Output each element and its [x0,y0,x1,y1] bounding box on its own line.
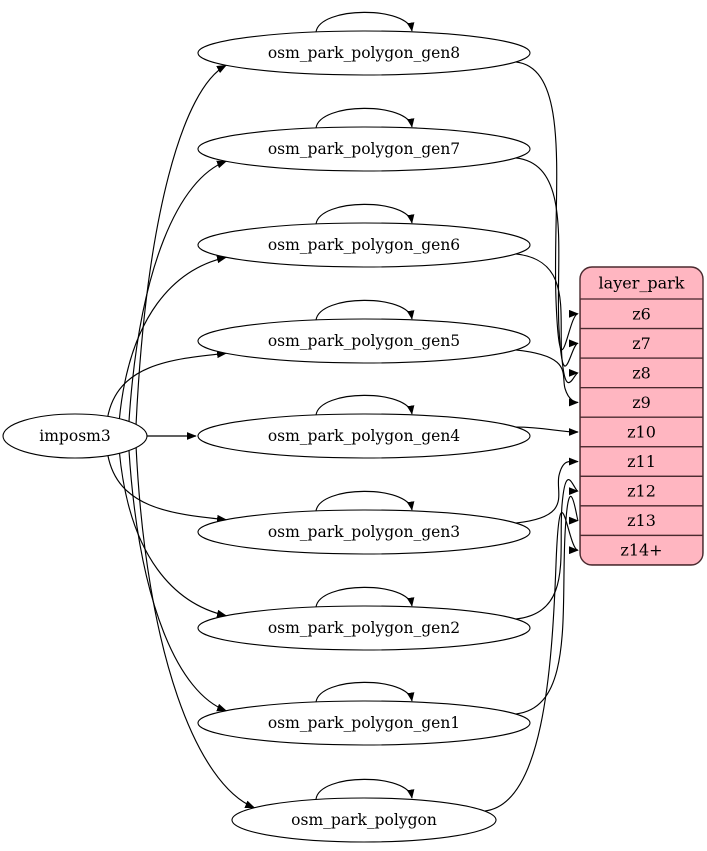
table-outline [579,266,704,566]
node-label-gen3: osm_park_polygon_gen3 [268,523,460,541]
edge-gen4-to-z10 [515,426,579,436]
table-header-cell [580,267,703,299]
table-row-z12[interactable] [580,475,703,507]
self-loop-edge-gen7 [315,107,415,129]
table-row-label: z8 [632,363,651,382]
edge-imposm3-to-gen7 [128,160,227,424]
node-label-gen4: osm_park_polygon_gen4 [268,427,460,445]
edge-group-table [484,61,579,812]
edge-gen6-to-z8 [515,253,579,384]
node-gen5[interactable] [197,318,531,364]
node-gen2[interactable] [197,605,531,651]
node-gen8[interactable] [197,30,531,76]
edge-imposm3-to-gen5 [107,350,228,418]
edge-imposm3-to-gen2 [118,451,227,618]
table-row-label: z6 [632,304,651,323]
node-gen1[interactable] [197,700,531,746]
table-row-label: z10 [627,423,656,442]
node-gen7[interactable] [197,126,531,172]
edge-base-to-z14plus [484,512,579,812]
self-loop-edge-gen2 [315,586,415,608]
edge-gen5-to-z9 [515,349,579,407]
edge-imposm3-to-gen1 [128,448,227,712]
table-row-label: z7 [632,334,651,353]
table-row-label: z14+ [620,541,662,560]
edge-imposm3-to-gen8 [135,64,227,428]
node-label-gen8: osm_park_polygon_gen8 [268,44,460,62]
edge-gen8-to-z6 [515,61,579,350]
self-loop-edge-gen3 [315,490,415,512]
node-imposm3[interactable] [2,413,148,459]
table-row-label: z13 [627,511,656,530]
node-gen6[interactable] [197,222,531,268]
edge-gen2-to-z12 [515,479,579,620]
self-loop-edge-gen6 [315,203,415,225]
self-loop-edge-base [315,778,415,800]
edge-imposm3-to-gen3 [107,454,228,523]
self-loop-edge-gen8 [315,11,415,33]
node-base[interactable] [231,797,497,843]
node-label-imposm3: imposm3 [39,427,110,445]
table-row-z13[interactable] [580,505,703,537]
edge-imposm3-to-base [135,444,256,809]
node-label-gen2: osm_park_polygon_gen2 [268,619,460,637]
table-row-z7[interactable] [580,327,703,359]
edge-group-source [107,64,256,809]
edge-gen3-to-z11 [515,457,579,524]
node-label-gen7: osm_park_polygon_gen7 [268,140,460,158]
edge-gen7-to-z7 [515,157,579,367]
table-header-label: layer_park [599,274,685,293]
self-loop-edge-gen1 [315,681,415,703]
node-label-gen5: osm_park_polygon_gen5 [268,332,460,350]
table-row-z6[interactable] [580,298,703,330]
table-row-label: z11 [627,452,656,471]
node-label-base: osm_park_polygon [291,811,437,829]
node-gen4[interactable] [197,413,531,459]
self-loop-edge-gen5 [315,299,415,321]
layer-park-table: layer_park z6 z7 z8 z9 z10 z11 z12 z13 z14+ [579,266,704,566]
edge-gen1-to-z13 [515,496,579,715]
node-gen3[interactable] [197,509,531,555]
table-row-z14plus[interactable] [580,534,703,565]
node-label-gen6: osm_park_polygon_gen6 [268,236,460,254]
self-loop-edge-gen4 [315,394,415,416]
table-row-label: z9 [632,393,651,412]
node-label-gen1: osm_park_polygon_gen1 [268,714,460,732]
self-loop-group [315,11,415,800]
table-row-label: z12 [627,482,656,501]
node-group: imposm3 osm_park_polygon_gen8 osm_park_pol… [2,30,531,843]
